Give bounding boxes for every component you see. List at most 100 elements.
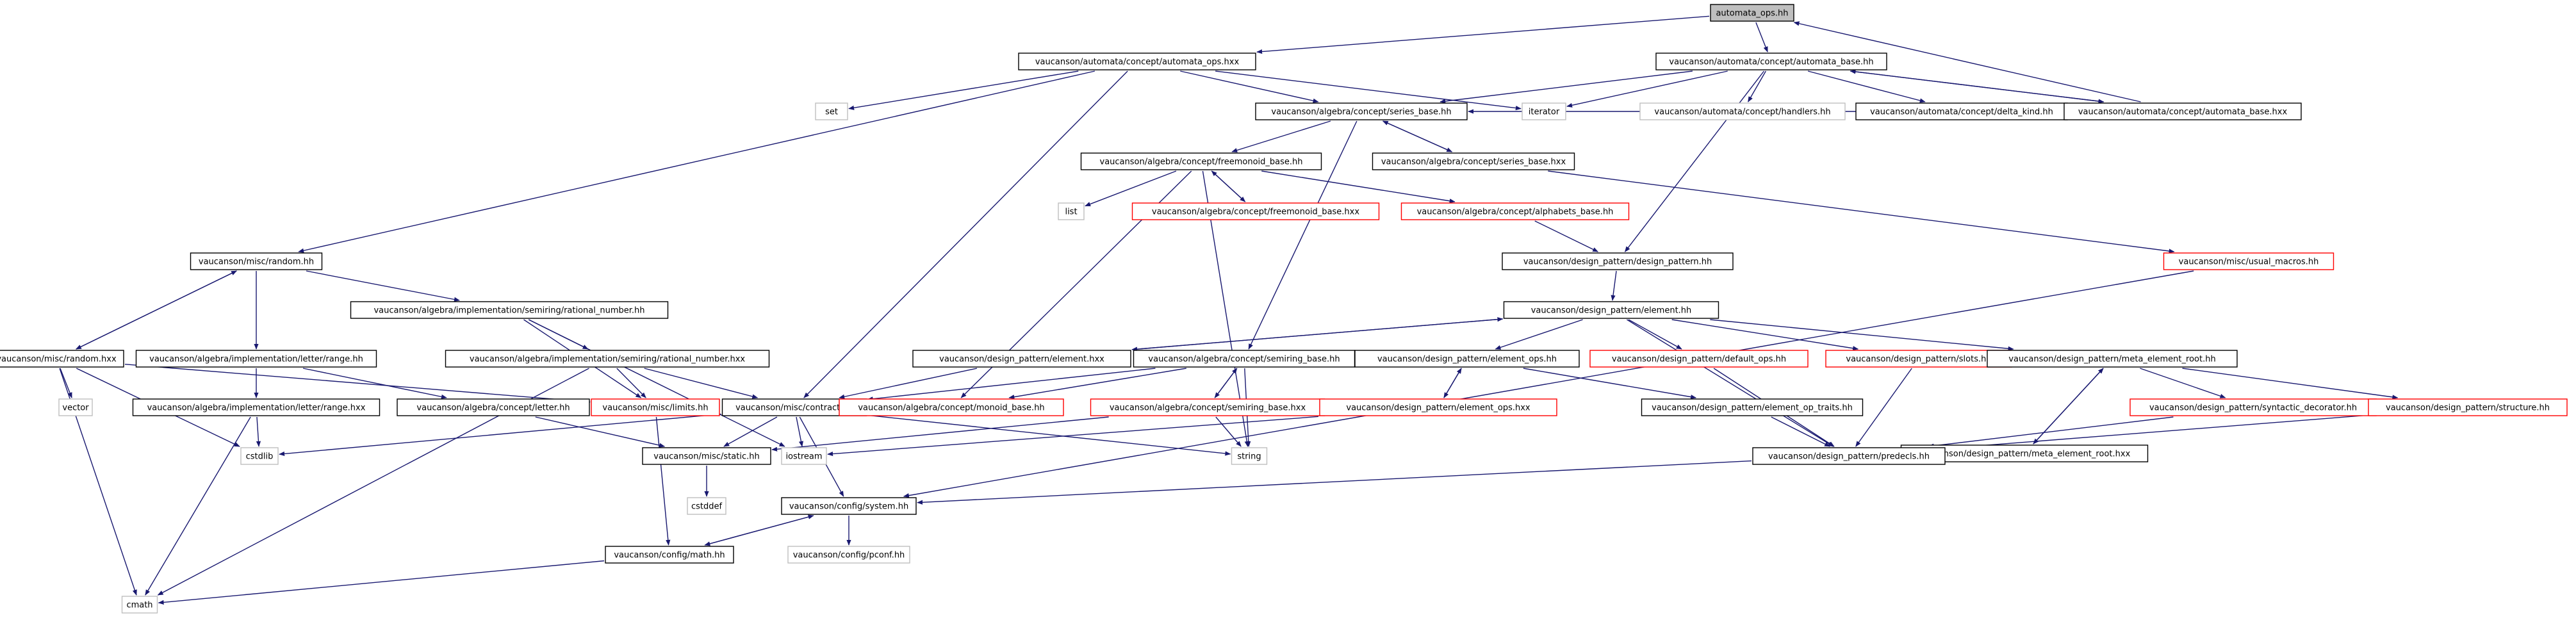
node-vector[interactable]: vector [58,398,93,416]
node-rational-number-hh[interactable]: vaucanson/algebra/implementation/semirin… [350,301,669,319]
edge-random_hxx-to-limits_hh [124,363,591,404]
node-string[interactable]: string [1231,447,1268,465]
node-semiring-base-hxx[interactable]: vaucanson/algebra/concept/semiring_base.… [1090,398,1325,416]
node-set[interactable]: set [815,102,848,120]
edge-contract_hh-to-cstdlib [279,413,721,457]
node-iterator[interactable]: iterator [1522,102,1566,120]
node-automata-ops-hxx[interactable]: vaucanson/automata/concept/automata_ops.… [1018,53,1256,70]
node-design-pattern-hh[interactable]: vaucanson/design_pattern/design_pattern.… [1502,252,1734,270]
node-letter-range-hxx[interactable]: vaucanson/algebra/implementation/letter/… [132,398,381,416]
node-box [781,447,827,465]
edge-alphabets_base_hh-to-design_pattern_hh [1534,220,1599,252]
edge-syntactic_decorator_hh-to-predecls_hh [1928,416,2174,448]
node-label: vaucanson/automata/concept/automata_ops.… [1035,58,1240,67]
node-label: vaucanson/design_pattern/default_ops.hh [1612,355,1786,364]
node-element-hxx[interactable]: vaucanson/design_pattern/element.hxx [912,350,1131,368]
node-box [1400,202,1630,220]
node-box [1752,447,1946,465]
node-static-hh[interactable]: vaucanson/misc/static.hh [642,447,771,465]
node-box [1080,152,1322,170]
node-predecls-hh[interactable]: vaucanson/design_pattern/predecls.hh [1752,447,1946,465]
node-label: vaucanson/automata/concept/automata_base… [2078,108,2288,117]
node-pconf-hh[interactable]: vaucanson/config/pconf.hh [787,546,910,564]
node-label: vaucanson/design_pattern/design_pattern.… [1523,257,1712,267]
node-limits-hh[interactable]: vaucanson/misc/limits.hh [591,398,720,416]
node-box [605,546,734,564]
node-label: vaucanson/misc/limits.hh [602,404,708,413]
node-automata-base-hxx[interactable]: vaucanson/automata/concept/automata_base… [2063,102,2302,120]
edge-automata_ops_hh-to-automata_base_hh [1755,22,1768,53]
edge-semiring_base_hxx-to-static_hh [771,416,1109,452]
node-meta-element-root-hh[interactable]: vaucanson/design_pattern/meta_element_ro… [1987,350,2238,368]
node-box [1090,398,1325,416]
edge-element_hh-to-element_ops_hh [1495,319,1583,350]
node-box [1855,102,2068,120]
node-series-base-hxx[interactable]: vaucanson/algebra/concept/series_base.hx… [1372,152,1575,170]
node-freemonoid-base-hxx[interactable]: vaucanson/algebra/concept/freemonoid_bas… [1131,202,1380,220]
node-box [350,301,669,319]
node-slots-hh[interactable]: vaucanson/design_pattern/slots.hh [1825,350,2012,368]
node-math-hh[interactable]: vaucanson/config/math.hh [605,546,734,564]
node-automata-ops-hh: automata_ops.hh [1710,4,1794,22]
node-label: vaucanson/algebra/concept/monoid_base.hh [858,404,1044,413]
edge-letter_range_hxx-to-cmath [145,416,251,596]
node-alphabets-base-hh[interactable]: vaucanson/algebra/concept/alphabets_base… [1400,202,1630,220]
node-label: vaucanson/automata/concept/automata_base… [1669,58,1873,67]
edge-letter_range_hxx-to-cstdlib [256,416,261,447]
node-element-op-traits-hh[interactable]: vaucanson/design_pattern/element_op_trai… [1641,398,1864,416]
node-box [445,350,770,368]
node-label: vector [62,404,89,413]
node-box [2129,398,2377,416]
node-delta-kind-hh[interactable]: vaucanson/automata/concept/delta_kind.hh [1855,102,2068,120]
edge-design_pattern_hh-to-element_hh [1611,270,1617,301]
node-structure-hh[interactable]: vaucanson/design_pattern/structure.hh [2368,398,2568,416]
edge-freemonoid_base_hh-to-alphabets_base_hh [1261,170,1456,204]
node-box [687,497,726,515]
node-box [190,252,323,270]
node-label: vaucanson/automata/concept/handlers.hh [1654,108,1830,117]
node-box [1018,53,1256,70]
node-automata-base-hh[interactable]: vaucanson/automata/concept/automata_base… [1655,53,1887,70]
node-element-ops-hxx[interactable]: vaucanson/design_pattern/element_ops.hxx [1319,398,1557,416]
node-label: vaucanson/design_pattern/meta_element_ro… [1919,450,2131,459]
node-monoid-base-hh[interactable]: vaucanson/algebra/concept/monoid_base.hh [839,398,1064,416]
node-box [1372,152,1575,170]
node-box [2063,102,2302,120]
node-series-base-hh[interactable]: vaucanson/algebra/concept/series_base.hh [1255,102,1468,120]
node-label: vaucanson/misc/static.hh [653,452,759,462]
edge-structure_hh-to-predecls_hh [1946,414,2368,450]
node-freemonoid-base-hh[interactable]: vaucanson/algebra/concept/freemonoid_bas… [1080,152,1322,170]
node-element-hh[interactable]: vaucanson/design_pattern/element.hh [1503,301,1719,319]
node-cstdlib[interactable]: cstdlib [240,447,279,465]
node-label: vaucanson/algebra/implementation/letter/… [147,404,366,413]
node-handlers-hh[interactable]: vaucanson/automata/concept/handlers.hh [1639,102,1846,120]
edge-contract_hh-to-static_hh [723,416,778,447]
node-iostream[interactable]: iostream [781,447,827,465]
node-cmath[interactable]: cmath [121,596,158,614]
node-cstddef[interactable]: cstddef [687,497,726,515]
node-syntactic-decorator-hh[interactable]: vaucanson/design_pattern/syntactic_decor… [2129,398,2377,416]
node-random-hxx[interactable]: vaucanson/misc/random.hxx [0,350,124,368]
node-box [1133,350,1356,368]
node-label: iostream [785,452,822,462]
edge-rational_number_hxx-to-contract_hh [644,368,759,399]
node-usual-macros-hh[interactable]: vaucanson/misc/usual_macros.hh [2163,252,2334,270]
edge-element_ops_hxx-to-element_ops_hh [1443,368,1462,398]
node-box [1255,102,1468,120]
node-label: string [1237,452,1261,462]
node-element-ops-hh[interactable]: vaucanson/design_pattern/element_ops.hh [1354,350,1580,368]
edge-predecls_hh-to-system_hh [917,460,1752,505]
node-random-hh[interactable]: vaucanson/misc/random.hh [190,252,323,270]
edge-contract_hh-to-string [867,414,1231,456]
node-label: vaucanson/algebra/concept/series_base.hh [1271,108,1451,117]
node-semiring-base-hh[interactable]: vaucanson/algebra/concept/semiring_base.… [1133,350,1356,368]
node-letter-hh[interactable]: vaucanson/algebra/concept/letter.hh [397,398,590,416]
node-box [135,350,377,368]
node-letter-range-hh[interactable]: vaucanson/algebra/implementation/letter/… [135,350,377,368]
node-box [121,596,158,614]
node-rational-number-hxx[interactable]: vaucanson/algebra/implementation/semirin… [445,350,770,368]
node-system-hh[interactable]: vaucanson/config/system.hh [781,497,917,515]
node-default-ops-hh[interactable]: vaucanson/design_pattern/default_ops.hh [1589,350,1809,368]
node-list[interactable]: list [1058,202,1085,220]
